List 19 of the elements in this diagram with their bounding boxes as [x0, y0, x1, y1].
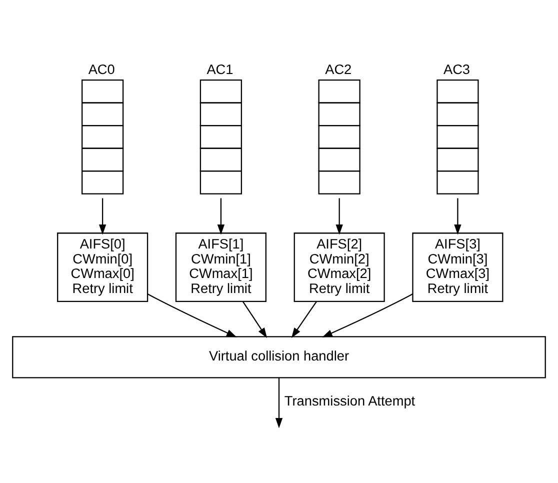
node-box: AIFS[2] CWmin[2] CWmax[2] Retry limit	[294, 232, 385, 302]
node-box: Virtual collision handler	[12, 336, 546, 378]
arrow	[336, 198, 343, 235]
edge-label: Transmission Attempt	[284, 394, 416, 409]
node-label: AC1	[206, 62, 234, 77]
arrow	[147, 293, 237, 338]
arrow	[275, 378, 283, 428]
node-label: AC0	[88, 62, 115, 77]
arrow	[217, 198, 225, 235]
arrow	[454, 198, 462, 235]
node-label: AC3	[443, 62, 470, 77]
node-box: AIFS[0] CWmin[0] CWmax[0] Retry limit	[57, 232, 148, 302]
arrow	[242, 301, 268, 338]
node-box: AIFS[1] CWmin[1] CWmax[1] Retry limit	[175, 232, 266, 302]
arrow	[291, 301, 317, 338]
arrow	[322, 294, 413, 338]
arrow	[98, 198, 106, 235]
node-box: AIFS[3] CWmin[3] CWmax[3] Retry limit	[412, 232, 504, 302]
node-label: AC2	[325, 62, 352, 77]
